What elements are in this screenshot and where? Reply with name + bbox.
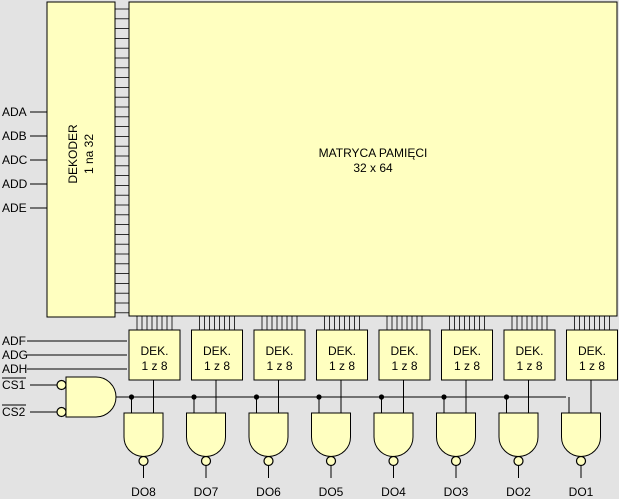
output-nand-gate — [373, 412, 414, 467]
dek-block-label: DEK. — [203, 344, 231, 358]
output-label: DO7 — [194, 485, 219, 499]
cs2-invert-bubble — [56, 406, 67, 418]
dek-block: DEK.1 z 8 — [253, 329, 306, 381]
output-invert-bubble — [450, 455, 462, 467]
dek-block-label: DEK. — [578, 344, 606, 358]
input-label-adb: ADB — [2, 129, 27, 143]
dek-block-label: DEK. — [328, 344, 356, 358]
output-nand-gate — [186, 412, 226, 467]
dek-block-label: DEK. — [453, 344, 481, 358]
junction-dot — [378, 394, 385, 400]
dek-block-label: DEK. — [390, 344, 418, 358]
junction-dot — [441, 394, 447, 400]
decoder-name: DEKODER — [66, 124, 80, 184]
output-nand-gate — [311, 412, 351, 467]
input-label-adh: ADH — [2, 362, 27, 376]
output-invert-bubble — [575, 455, 587, 467]
dek-block-ratio: 1 z 8 — [141, 359, 167, 373]
input-label-adf: ADF — [2, 334, 26, 348]
output-gates: DO8 DO7 DO6 DO5 DO4 DO3 DO2 DO1 — [123, 380, 601, 499]
dek-block-ratio: 1 z 8 — [454, 359, 480, 373]
output-invert-bubble — [325, 455, 337, 467]
input-label-cs1: CS1 — [2, 378, 26, 392]
output-nand-gate — [561, 412, 601, 467]
chip-select-and-gate — [56, 376, 117, 418]
dek-block: DEK.1 z 8 — [503, 329, 556, 381]
matrix-column-lines — [136, 316, 610, 330]
output-nand-gate — [498, 412, 539, 467]
output-invert-bubble — [388, 455, 399, 467]
output-label: DO1 — [569, 485, 594, 499]
chip-select-inputs: CS1 CS2 — [2, 377, 57, 419]
junction-dot — [191, 394, 197, 400]
dek-block-ratio: 1 z 8 — [204, 359, 230, 373]
output-label: DO2 — [506, 485, 531, 499]
output-label: DO8 — [131, 485, 156, 499]
dek-block: DEK.1 z 8 — [566, 329, 618, 381]
decoder-row-lines — [115, 8, 129, 314]
dek-block-ratio: 1 z 8 — [266, 359, 292, 373]
dek-block: DEK.1 z 8 — [191, 329, 243, 381]
output-invert-bubble — [200, 455, 212, 467]
junction-dot — [503, 394, 510, 400]
output-invert-bubble — [138, 455, 149, 467]
matrix-title: MATRYCA PAMIĘCI — [319, 146, 428, 160]
input-label-add: ADD — [2, 177, 28, 191]
matrix-size: 32 x 64 — [353, 161, 393, 175]
output-label: DO5 — [319, 485, 344, 499]
dek-select-inputs: ADF ADG ADH — [2, 334, 127, 376]
dek-block: DEK.1 z 8 — [128, 329, 181, 381]
memory-matrix — [128, 1, 618, 317]
dek-block: DEK.1 z 8 — [316, 329, 368, 381]
output-invert-bubble — [513, 455, 524, 467]
output-nand-gate — [123, 412, 164, 467]
dek-block-label: DEK. — [265, 344, 293, 358]
junction-dot — [253, 394, 260, 400]
output-invert-bubble — [263, 455, 274, 467]
output-label: DO3 — [444, 485, 469, 499]
input-label-adg: ADG — [2, 348, 28, 362]
dek-block: DEK.1 z 8 — [378, 329, 431, 381]
dek-block: DEK.1 z 8 — [441, 329, 493, 381]
dek-block-ratio: 1 z 8 — [329, 359, 355, 373]
input-label-ada: ADA — [2, 105, 27, 119]
output-label: DO4 — [381, 485, 406, 499]
input-label-ade: ADE — [2, 201, 27, 215]
dek-block-label: DEK. — [515, 344, 543, 358]
dek-block-ratio: 1 z 8 — [391, 359, 417, 373]
dek-block-ratio: 1 z 8 — [579, 359, 605, 373]
decoder-address-inputs: ADA ADB ADC ADD ADE — [2, 105, 47, 215]
cs1-invert-bubble — [56, 379, 67, 391]
output-nand-gate — [436, 412, 476, 467]
junction-dot — [128, 394, 135, 400]
input-label-cs2: CS2 — [2, 405, 26, 419]
dek-block-label: DEK. — [140, 344, 168, 358]
junction-dot — [316, 394, 322, 400]
decoder-block — [46, 1, 116, 318]
dek-block-ratio: 1 z 8 — [516, 359, 542, 373]
decoder-ratio: 1 na 32 — [82, 134, 96, 174]
output-label: DO6 — [256, 485, 281, 499]
output-nand-gate — [248, 412, 289, 467]
input-label-adc: ADC — [2, 153, 28, 167]
